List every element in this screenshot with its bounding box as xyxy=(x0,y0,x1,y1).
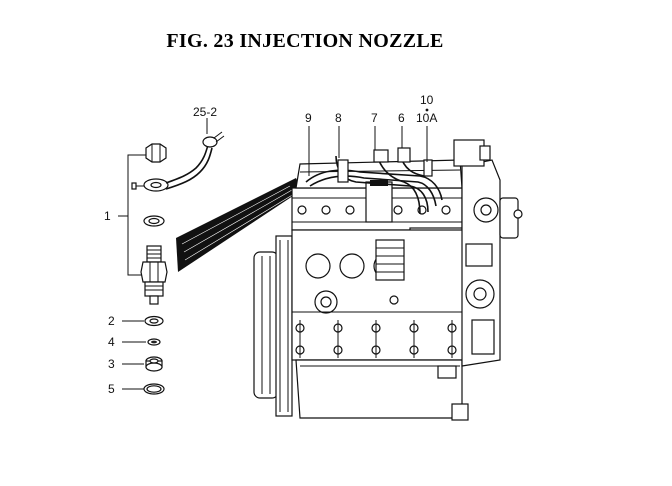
callout-8: 8 xyxy=(335,111,342,125)
engine-assembly xyxy=(253,139,523,421)
callout-5: 5 xyxy=(108,382,115,396)
flywheel xyxy=(253,251,279,399)
detail-wedge xyxy=(176,178,302,272)
oil-pan xyxy=(295,359,463,419)
nozzle-nut xyxy=(145,143,167,163)
callout-3: 3 xyxy=(108,357,115,371)
nozzle-parts-group: 1 25-2 xyxy=(104,105,225,396)
callout-9: 9 xyxy=(305,111,312,125)
injection-pipes xyxy=(305,147,443,215)
callout-6: 6 xyxy=(398,111,405,125)
callout-1: 1 xyxy=(104,209,111,223)
top-callouts: 9 8 7 6 10 10A xyxy=(305,93,437,176)
nozzle-washer xyxy=(144,315,164,327)
callout-10: 10 xyxy=(420,93,434,107)
seal-washer-top xyxy=(143,215,165,227)
callout-2: 2 xyxy=(108,314,115,328)
callout-10a: 10A xyxy=(416,111,437,125)
thermostat-housing xyxy=(365,181,393,223)
front-timing-cover xyxy=(453,139,501,367)
fan-pulley xyxy=(499,197,523,239)
figure-title: FIG. 23 INJECTION NOZZLE xyxy=(166,30,444,52)
callout-dot xyxy=(425,108,429,112)
leak-off-fitting xyxy=(131,178,169,192)
callout-7: 7 xyxy=(371,111,378,125)
leak-off-pipe xyxy=(165,131,225,190)
nozzle-gasket xyxy=(145,356,163,372)
seal-ring xyxy=(143,383,165,395)
o-ring xyxy=(147,338,161,346)
callout-25-2: 25-2 xyxy=(193,105,217,119)
callout-4: 4 xyxy=(108,335,115,349)
nozzle-holder xyxy=(140,245,168,305)
callout-bracket-1 xyxy=(127,154,146,276)
engine-block xyxy=(291,229,465,361)
bell-housing xyxy=(275,235,293,417)
